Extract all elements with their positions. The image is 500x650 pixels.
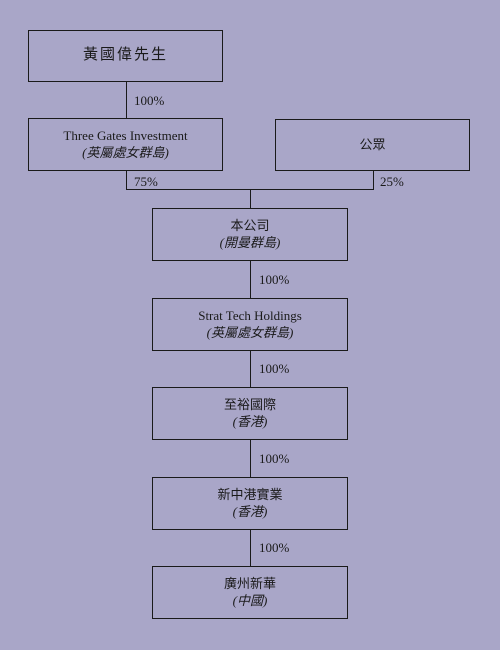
node-xinzhong: 新中港實業 (香港) (152, 477, 348, 530)
edge-label-owner-tgi: 100% (134, 93, 165, 108)
node-strat-tech-holdings: Strat Tech Holdings (英屬處女群島) (152, 298, 348, 351)
node-three-gates-investment-jurisdiction: (英屬處女群島) (82, 144, 169, 160)
node-public-name: 公眾 (359, 136, 386, 152)
node-strat-tech-holdings-name: Strat Tech Holdings (198, 307, 302, 323)
node-zhiyu-jurisdiction: (香港) (232, 413, 268, 429)
node-zhiyu: 至裕國際 (香港) (152, 387, 348, 440)
node-guangzhou: 廣州新華 (中國) (152, 566, 348, 619)
connector-public-down (373, 171, 374, 190)
node-company-jurisdiction: (開曼群島) (219, 234, 281, 250)
node-owner-name: 黃國偉先生 (82, 47, 168, 64)
node-strat-tech-holdings-jurisdiction: (英屬處女群島) (206, 324, 294, 340)
edge-label-public-company: 25% (380, 174, 404, 189)
node-zhiyu-name: 至裕國際 (223, 396, 276, 412)
node-public: 公眾 (275, 119, 470, 171)
edge-label-xinzhong-guangzhou: 100% (259, 540, 290, 555)
edge-label-strat-zhiyu: 100% (259, 361, 290, 376)
node-company-name: 本公司 (230, 217, 270, 233)
node-guangzhou-jurisdiction: (中國) (232, 592, 268, 608)
node-three-gates-investment: Three Gates Investment (英屬處女群島) (28, 118, 223, 171)
node-guangzhou-name: 廣州新華 (223, 575, 276, 591)
edge-label-company-strat: 100% (259, 272, 290, 287)
node-three-gates-investment-name: Three Gates Investment (63, 127, 188, 143)
node-xinzhong-name: 新中港實業 (217, 486, 283, 502)
node-owner: 黃國偉先生 (28, 30, 223, 82)
connector-xinzhong-guangzhou (250, 530, 251, 566)
connector-tgi-down (126, 171, 127, 190)
connector-company-strat (250, 261, 251, 298)
connector-owner-tgi (126, 82, 127, 118)
node-company: 本公司 (開曼群島) (152, 208, 348, 261)
connector-zhiyu-xinzhong (250, 440, 251, 477)
edge-label-zhiyu-xinzhong: 100% (259, 451, 290, 466)
connector-join-company (250, 189, 251, 208)
connector-strat-zhiyu (250, 351, 251, 387)
edge-label-tgi-company: 75% (134, 174, 158, 189)
node-xinzhong-jurisdiction: (香港) (232, 503, 268, 519)
